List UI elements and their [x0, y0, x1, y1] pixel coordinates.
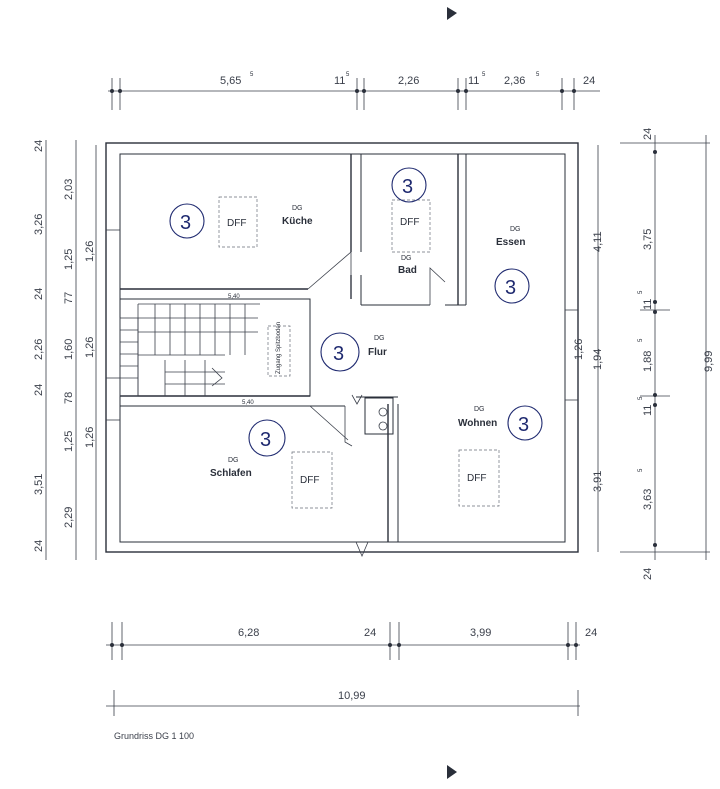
skylight-label-wohnen: DFF	[467, 473, 486, 484]
dim-top-6: 5	[482, 72, 486, 78]
floor-tag-schlafen: DG	[228, 457, 239, 464]
dim-right-outer-6: 11	[642, 405, 654, 416]
dim-right-outer-0: 24	[642, 128, 654, 140]
dim-right-outer-1: 3,75	[642, 229, 654, 250]
room-name-bad: Bad	[398, 265, 417, 276]
room-name-kueche: Küche	[282, 216, 313, 227]
dim-right-outer-3: 5	[638, 290, 644, 294]
dim-left-mid-3: 1,60	[63, 339, 75, 360]
skylight-schlafen	[291, 451, 333, 509]
floor-tag-wohnen: DG	[474, 406, 485, 413]
badge-essen: 3	[505, 277, 516, 299]
dim-top-0: 5,65	[220, 75, 241, 87]
badge-schlafen: 3	[260, 429, 271, 451]
dim-right-inner-2: 1,26	[573, 339, 585, 360]
top-dimension-line: 5,65 5 11 5 2,26 11 5 2,36 5 24	[108, 72, 600, 110]
badge-circle-essen	[494, 268, 530, 304]
dim-right-outer-2: 11	[642, 299, 654, 310]
dim-left-inner-2: 1,26	[84, 427, 96, 448]
dim-right-inner-3: 3,91	[592, 471, 604, 492]
floor-tag-kueche: DG	[292, 205, 303, 212]
dim-top-5: 11	[468, 75, 479, 87]
dim-bottom-2: 3,99	[470, 627, 491, 639]
dim-right-inner-0: 4,11	[592, 231, 604, 252]
dim-left-inner-1: 1,26	[84, 337, 96, 358]
dim-right-outer-7: 5	[638, 396, 644, 400]
dim-left-outer-4: 24	[33, 384, 45, 396]
staircase: Zugang Spitzboden 5,40 5,40	[119, 294, 291, 406]
dim-right-outer-8: 3,63	[642, 489, 654, 510]
section-marker-bottom	[447, 765, 457, 779]
dim-left-mid-1: 1,25	[63, 249, 75, 270]
dim-top-3: 5	[346, 72, 350, 78]
dim-right-outer-4: 1,88	[642, 351, 654, 372]
dim-left-outer-6: 24	[33, 540, 45, 552]
dim-right-outer-9: 5	[638, 468, 644, 472]
badge-circle-schlafen	[248, 419, 286, 457]
skylight-label-kueche: DFF	[227, 218, 246, 229]
dim-left-mid-4: 78	[63, 392, 75, 404]
badge-circle-bad	[391, 167, 427, 203]
dim-left-mid-6: 2,29	[63, 507, 75, 528]
badge-circle-kueche	[169, 203, 205, 239]
dim-top-7: 2,36	[504, 75, 525, 87]
dim-top-9: 24	[583, 75, 595, 87]
badge-bad: 3	[402, 176, 413, 198]
room-name-wohnen: Wohnen	[458, 418, 497, 429]
stair-access-label: Zugang Spitzboden	[276, 322, 282, 374]
floor-tag-flur: DG	[374, 335, 385, 342]
badge-circle-wohnen	[507, 405, 543, 441]
dim-bottom-1: 24	[364, 627, 376, 639]
room-name-essen: Essen	[496, 237, 525, 248]
skylight-wohnen	[458, 449, 500, 507]
room-name-schlafen: Schlafen	[210, 468, 252, 479]
dim-top-4: 2,26	[398, 75, 419, 87]
badge-kueche: 3	[180, 212, 191, 234]
badge-circle-flur	[320, 332, 360, 372]
dim-bottom-3: 24	[585, 627, 597, 639]
wall-mark-0: 5,40	[228, 294, 240, 300]
room-labels: DG Küche DG Bad DG Essen DG Flur DG Wohn…	[210, 205, 525, 479]
dim-left-inner-0: 1,26	[84, 241, 96, 262]
dim-left-outer-0: 24	[33, 140, 45, 152]
section-marker-top	[447, 7, 457, 20]
dim-left-outer-1: 3,26	[33, 214, 45, 235]
dim-right-outer-10: 24	[642, 568, 654, 580]
dim-left-outer-2: 24	[33, 288, 45, 300]
dim-top-1: 5	[250, 72, 254, 78]
dim-right-outer-5: 5	[638, 338, 644, 342]
dim-left-mid-2: 77	[63, 292, 75, 304]
dim-left-mid-5: 1,25	[63, 431, 75, 452]
skylight-kueche	[218, 196, 258, 248]
bottom-dimension-lines: 6,28 24 3,99 24 10,99	[106, 622, 597, 716]
wall-mark-1: 5,40	[242, 400, 254, 406]
dim-left-mid-0: 2,03	[63, 179, 75, 200]
dim-right-inner-1: 1,94	[592, 349, 604, 370]
dim-left-outer-5: 3,51	[33, 474, 45, 495]
room-badges: 3 3 3 3 3 3	[169, 167, 543, 457]
plan-caption: Grundriss DG 1 100	[114, 731, 194, 741]
skylight-label-bad: DFF	[400, 217, 419, 228]
right-dimension-lines: 4,11 1,94 1,26 3,91 24 3,75 11 5 1,88 5 …	[573, 128, 715, 580]
dim-top-2: 11	[334, 75, 345, 87]
badge-wohnen: 3	[518, 414, 529, 436]
door-swings	[307, 251, 446, 558]
floor-tag-essen: DG	[510, 226, 521, 233]
floor-tag-bad: DG	[401, 255, 412, 262]
dim-bottom-0: 6,28	[238, 627, 259, 639]
skylight-label-schlafen: DFF	[300, 475, 319, 486]
dim-top-8: 5	[536, 72, 540, 78]
skylights: DFF DFF DFF DFF	[218, 196, 500, 509]
left-dimension-lines: 24 3,26 24 2,26 24 3,51 24 2,03 1,25 77 …	[33, 140, 97, 560]
badge-flur: 3	[333, 343, 344, 365]
dim-total-width: 10,99	[338, 690, 366, 702]
room-name-flur: Flur	[368, 347, 387, 358]
dim-left-outer-3: 2,26	[33, 339, 45, 360]
dim-right-total: 9,99	[703, 351, 715, 372]
